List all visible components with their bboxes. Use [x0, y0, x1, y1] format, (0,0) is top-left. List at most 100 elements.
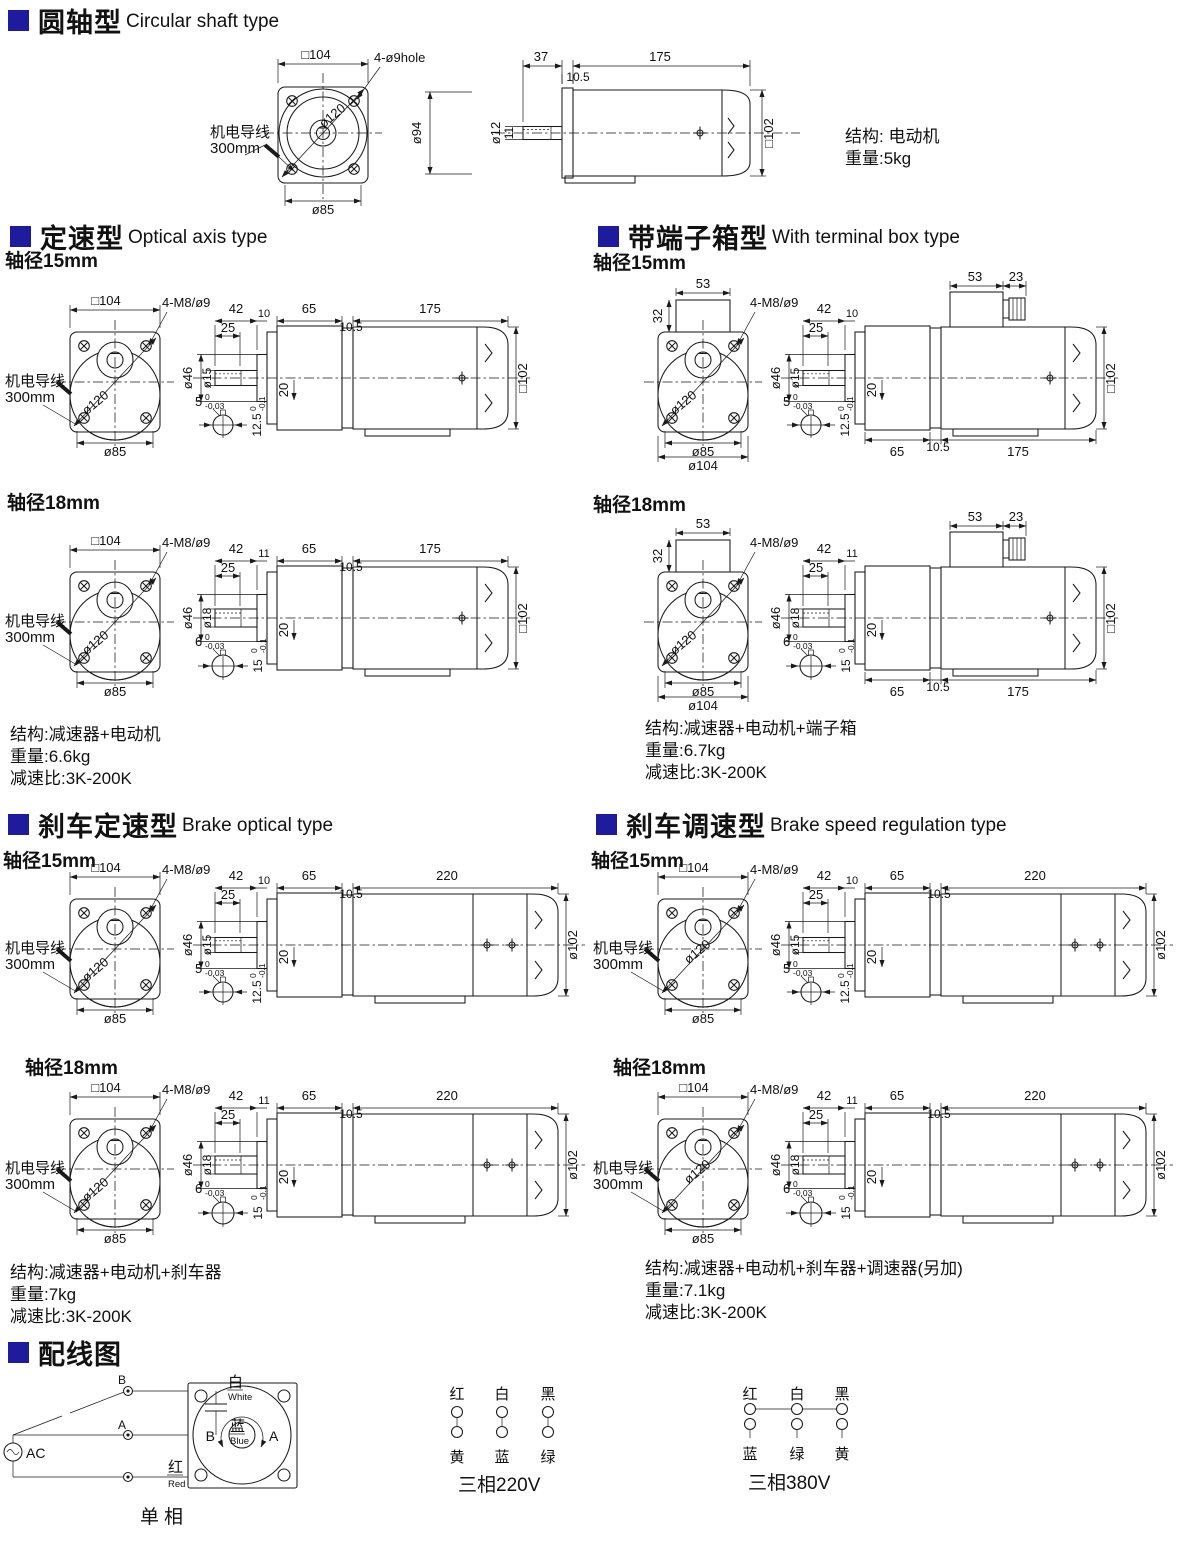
dim-label: 11 — [258, 1095, 269, 1107]
dim-label: 0 — [248, 406, 258, 411]
dim-label: 0 — [793, 632, 798, 642]
dim-label: 10.5 — [339, 1107, 363, 1121]
section-title-terminal-en: With terminal box type — [772, 227, 960, 248]
spec-line: 结构:减速器+电动机+刹车器 — [10, 1263, 222, 1282]
dim-label: -0.03 — [205, 1188, 225, 1198]
spec-line: 减速比:3K-200K — [10, 1307, 132, 1326]
dim-label: 20 — [864, 623, 879, 637]
dim-label: □104 — [679, 860, 709, 875]
dim-label: ø18 — [200, 607, 214, 628]
dim-label: 10.5 — [339, 560, 363, 574]
dim-label: 10 — [258, 875, 270, 887]
lead-wire-length: 300mm — [5, 389, 56, 406]
spec-line: 结构:减速器+电动机 — [10, 725, 161, 744]
wire-label: 红 — [449, 1386, 464, 1403]
dim-label: -0.1 — [257, 963, 267, 978]
dim-label: 0 — [205, 1179, 210, 1189]
section-title-circular-en: Circular shaft type — [126, 11, 280, 32]
rotation-label-b: B — [206, 1428, 215, 1444]
dim-label: ø18 — [788, 1154, 802, 1175]
dim-label: 175 — [1007, 684, 1029, 699]
lead-wire-cn: 机电导线 — [5, 373, 66, 390]
lead-wire-length: 300mm — [5, 1176, 56, 1193]
dim-label: 20 — [864, 1170, 879, 1184]
dim-label: 5 — [783, 961, 790, 976]
lead-wire-length: 300mm — [5, 956, 56, 973]
dim-label: 65 — [890, 444, 904, 459]
dim-label: 10.5 — [926, 440, 950, 454]
dim-label: 5 — [783, 394, 790, 409]
dim-label: 25 — [221, 887, 235, 902]
dim-label: 32 — [650, 309, 665, 323]
shaft-15-label: 轴径15mm — [3, 851, 96, 872]
dim-label: 42 — [229, 301, 243, 316]
lead-wire-cn: 机电导线 — [210, 124, 271, 141]
dim-label: 53 — [696, 516, 710, 531]
terminal-18-drawing: 53 32 4-M8/ø9 ø85 ø104 ø120 53 23 42 11 … — [644, 509, 1118, 713]
shaft-18-label: 轴径18mm — [7, 493, 100, 514]
dim-label: 10 — [846, 308, 858, 320]
dim-label: 0 — [248, 973, 258, 978]
shaft-15-label: 轴径15mm — [593, 253, 686, 274]
dim-label: ø46 — [180, 367, 195, 389]
dim-label: 175 — [419, 541, 441, 556]
dim-label: -0.1 — [257, 396, 267, 411]
spec-notes-circular: 结构: 电动机 重量:5kg — [845, 126, 939, 170]
dim-label: ø15 — [200, 367, 214, 388]
dim-label: 23 — [1009, 269, 1023, 284]
ac-source-label: AC — [26, 1445, 45, 1461]
wire-label-red-en: Red — [168, 1479, 185, 1490]
terminal-label-a: A — [118, 1418, 126, 1432]
section-title-wiring: 配线图 — [38, 1340, 122, 1370]
dim-label: 10.5 — [927, 887, 951, 901]
section-title-terminal: 带端子箱型 — [628, 224, 768, 254]
section-title-brakespeed-en: Brake speed regulation type — [770, 815, 1007, 836]
section-marker — [8, 814, 29, 835]
dim-label: 25 — [221, 560, 235, 575]
dim-label: 20 — [276, 950, 291, 964]
dim-label: 65 — [302, 1088, 316, 1103]
dim-label: 20 — [864, 950, 879, 964]
dim-label: 10 — [846, 875, 858, 887]
dim-label: 4-M8/ø9 — [750, 295, 798, 310]
dim-label: -0.1 — [258, 1185, 268, 1200]
dim-label: 4-ø9hole — [374, 50, 425, 65]
dim-label: ø18 — [788, 607, 802, 628]
dim-label: 42 — [817, 301, 831, 316]
dim-label: 65 — [890, 868, 904, 883]
shaft-18-label: 轴径18mm — [613, 1058, 706, 1079]
rotation-label-a: A — [269, 1428, 279, 1444]
optical-15-drawing: □104 4-M8/ø9 ø85 ø120 42 10 25 65 175 10… — [42, 293, 530, 459]
brake-18-drawing: □104 4-M8/ø9 ø85 ø120 42 11 25 65 220 10… — [42, 1080, 585, 1246]
dim-label: 5 — [195, 961, 202, 976]
section-marker — [10, 226, 31, 247]
shaft-18-label: 轴径18mm — [25, 1058, 118, 1079]
dim-label: 15 — [251, 1206, 265, 1220]
dim-label: 25 — [221, 1107, 235, 1122]
dim-label: 220 — [436, 868, 458, 883]
dim-label: ø18 — [200, 1154, 214, 1175]
dim-label: 25 — [221, 320, 235, 335]
spec-notes-optical: 结构:减速器+电动机 重量:6.6kg 减速比:3K-200K — [10, 724, 161, 790]
shaft-18-label: 轴径18mm — [593, 495, 686, 516]
lead-wire-cn: 机电导线 — [5, 940, 66, 957]
wire-label-blue-en: Blue — [230, 1436, 249, 1447]
section-marker — [598, 226, 619, 247]
dim-label: 4-M8/ø9 — [162, 535, 210, 550]
wiring-three-phase-220: 红 白 黑 黄 蓝 绿 — [449, 1386, 555, 1466]
dim-label: 53 — [968, 509, 982, 524]
dim-label: ø94 — [409, 122, 424, 144]
wire-label: 黑 — [540, 1386, 555, 1403]
dim-label: 65 — [890, 1088, 904, 1103]
dim-label: ø85 — [104, 1011, 126, 1026]
wire-label: 绿 — [540, 1449, 555, 1466]
dim-label: 0 — [793, 392, 798, 402]
dim-label: 11 — [846, 548, 857, 560]
dim-label: 10.5 — [926, 680, 950, 694]
dim-label: 4-M8/ø9 — [162, 295, 210, 310]
dim-label: ø12 — [488, 122, 503, 144]
dim-label: 6 — [783, 1181, 790, 1196]
dim-label: 220 — [1024, 1088, 1046, 1103]
